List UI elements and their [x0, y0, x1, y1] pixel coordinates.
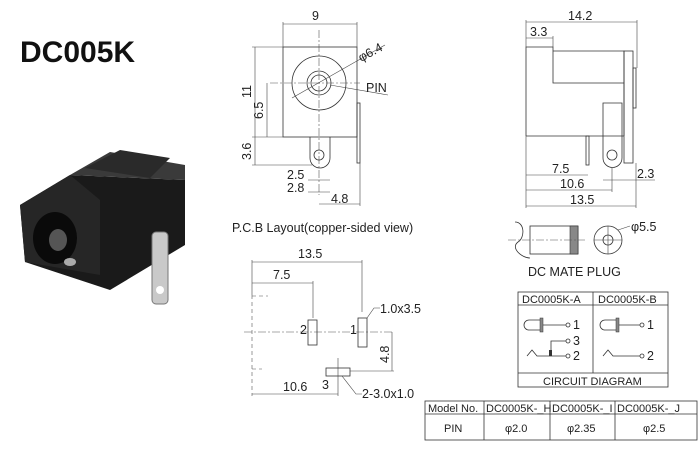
pin-label: PIN: [366, 81, 387, 95]
plug-diameter: φ5.5: [631, 220, 657, 234]
pcb-pin2-label: 2: [300, 323, 307, 337]
pcb-slot-3: 2-3.0x1.0: [362, 387, 414, 401]
circuit-b-pin2: 2: [647, 349, 654, 363]
pcb-dim-pin2: 7.5: [273, 268, 290, 282]
dim-d3: 13.5: [570, 193, 594, 207]
mate-plug: φ5.5 DC MATE PLUG: [508, 220, 657, 279]
table-header-h: DC0005K-_H: [486, 403, 551, 415]
dim-center-height: 6.5: [252, 102, 266, 119]
pcb-pin3-label: 3: [322, 378, 329, 392]
pcb-title: P.C.B Layout(copper-sided view): [232, 221, 413, 235]
dim-diameter: φ6.4: [356, 40, 385, 64]
circuit-diagram: DC0005K-A DC0005K-B CIRCUIT DIAGRAM 1 3 …: [517, 291, 669, 388]
dim-tab-length: 3.6: [240, 143, 254, 160]
dim-pin-offset: 4.8: [331, 192, 348, 206]
pcb-pin1-label: 1: [350, 323, 357, 337]
circuit-a-pin1: 1: [573, 318, 580, 332]
table-cell-h: φ2.0: [505, 423, 527, 435]
dim-step: 3.3: [530, 25, 547, 39]
dim-d1: 7.5: [552, 162, 569, 176]
table-header-j: DC0005K-_J: [617, 403, 680, 415]
table-cell-pin: PIN: [444, 423, 462, 435]
circuit-a-pin3: 3: [573, 334, 580, 348]
table-header-model: Model No.: [428, 403, 478, 415]
circuit-col-b: DC0005K-B: [598, 294, 657, 306]
pcb-dim-pin3: 10.6: [283, 380, 307, 394]
dim-width: 9: [312, 9, 319, 23]
pcb-dim-vert: 4.8: [378, 346, 392, 363]
dim-d2: 10.6: [560, 177, 584, 191]
dim-d4: 2.3: [637, 167, 654, 181]
dim-tab-w2: 2.8: [287, 181, 304, 195]
circuit-col-a: DC0005K-A: [522, 294, 581, 306]
table-header-i: DC0005K-_I: [552, 403, 613, 415]
product-title: DC005K: [20, 36, 135, 69]
table-cell-i: φ2.35: [567, 423, 596, 435]
dim-tab-w1: 2.5: [287, 168, 304, 182]
circuit-b-pin1: 1: [647, 318, 654, 332]
product-photo: [20, 150, 185, 305]
front-view: 9 11 6.5 3.6 2.5 2.8 4.8 φ6.4 PIN: [240, 9, 389, 206]
plug-label: DC MATE PLUG: [528, 265, 621, 279]
circuit-a-pin2: 2: [573, 349, 580, 363]
dim-height: 11: [240, 85, 254, 98]
dim-length: 14.2: [568, 9, 592, 23]
pcb-slot-12: 1.0x3.5: [380, 302, 421, 316]
table-cell-j: φ2.5: [643, 423, 665, 435]
model-table: Model No. DC0005K-_H DC0005K-_I DC0005K-…: [424, 400, 698, 441]
pcb-layout: P.C.B Layout(copper-sided view) 13.5 7.5…: [232, 221, 421, 401]
circuit-caption: CIRCUIT DIAGRAM: [543, 376, 642, 388]
side-view: 14.2 3.3 7.5 10.6 13.5 2.3: [525, 9, 655, 208]
pcb-dim-total: 13.5: [298, 247, 322, 261]
